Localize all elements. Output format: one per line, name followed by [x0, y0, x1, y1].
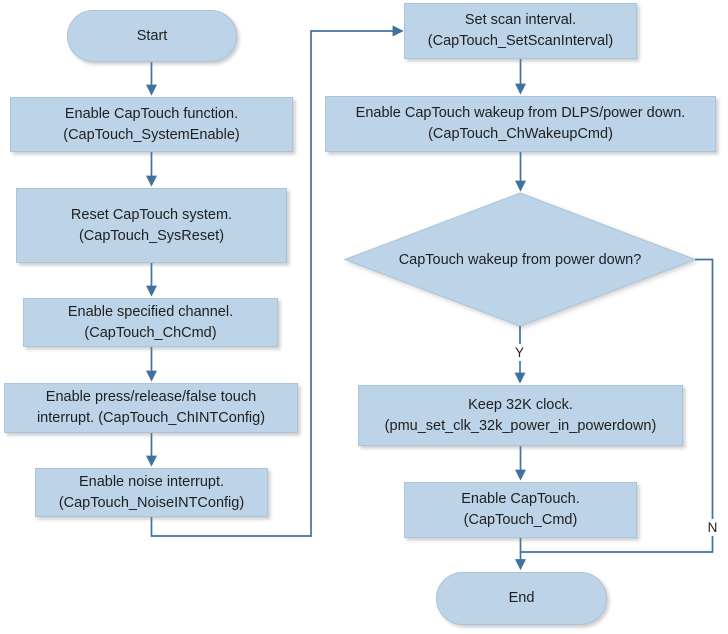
- process-enable-specified-channel: Enable specified channel. (CapTouch_ChCm…: [23, 298, 278, 347]
- process-enable-captouch: Enable CapTouch. (CapTouch_Cmd): [404, 482, 637, 538]
- decision-captouch-wakeup-label: CapTouch wakeup from power down?: [398, 251, 642, 268]
- node-api: (CapTouch_SetScanInterval): [427, 33, 614, 49]
- node-api: (CapTouch_ChCmd): [84, 324, 217, 341]
- process-enable-captouch-function: Enable CapTouch function. (CapTouch_Syst…: [10, 97, 293, 152]
- edge-label-no: N: [704, 519, 721, 536]
- node-label: Start: [136, 27, 168, 44]
- process-reset-captouch-system: Reset CapTouch system. (CapTouch_SysRese…: [16, 188, 287, 263]
- process-set-scan-interval: Set scan interval. (CapTouch_SetScanInte…: [404, 3, 637, 59]
- node-api: (CapTouch_SysReset): [78, 227, 225, 244]
- terminator-start: Start: [67, 10, 237, 62]
- edge-label-yes: Y: [511, 344, 528, 361]
- node-title: Reset CapTouch system.: [70, 206, 233, 223]
- node-api: interrupt. (CapTouch_ChINTConfig): [36, 410, 266, 426]
- process-enable-touch-interrupt: Enable press/release/false touch interru…: [4, 383, 298, 433]
- terminator-end: End: [436, 572, 607, 625]
- process-enable-noise-interrupt: Enable noise interrupt. (CapTouch_NoiseI…: [35, 468, 268, 517]
- node-api: (CapTouch_NoiseINTConfig): [58, 494, 245, 511]
- node-title: Set scan interval.: [464, 12, 577, 28]
- node-title: Enable press/release/false touch: [45, 389, 257, 405]
- node-api: (CapTouch_Cmd): [463, 512, 578, 528]
- process-keep-32k-clock: Keep 32K clock. (pmu_set_clk_32k_power_i…: [358, 385, 683, 446]
- node-api: (CapTouch_ChWakeupCmd): [428, 126, 613, 142]
- node-label: End: [508, 590, 535, 606]
- edge-decision-no-to-end: [521, 258, 714, 553]
- node-title: Enable CapTouch function.: [64, 105, 239, 122]
- process-enable-captouch-wakeup: Enable CapTouch wakeup from DLPS/power d…: [325, 96, 716, 152]
- node-title: Enable CapTouch.: [461, 491, 580, 507]
- node-title: Enable specified channel.: [67, 303, 234, 320]
- node-title: Enable CapTouch wakeup from DLPS/power d…: [355, 105, 686, 121]
- node-api: (pmu_set_clk_32k_power_in_powerdown): [384, 417, 657, 434]
- node-title: Enable noise interrupt.: [78, 473, 225, 490]
- node-title: Keep 32K clock.: [468, 396, 573, 413]
- edge-noise-interrupt-to-set-scan-interval: [150, 25, 404, 537]
- node-api: (CapTouch_SystemEnable): [63, 126, 240, 143]
